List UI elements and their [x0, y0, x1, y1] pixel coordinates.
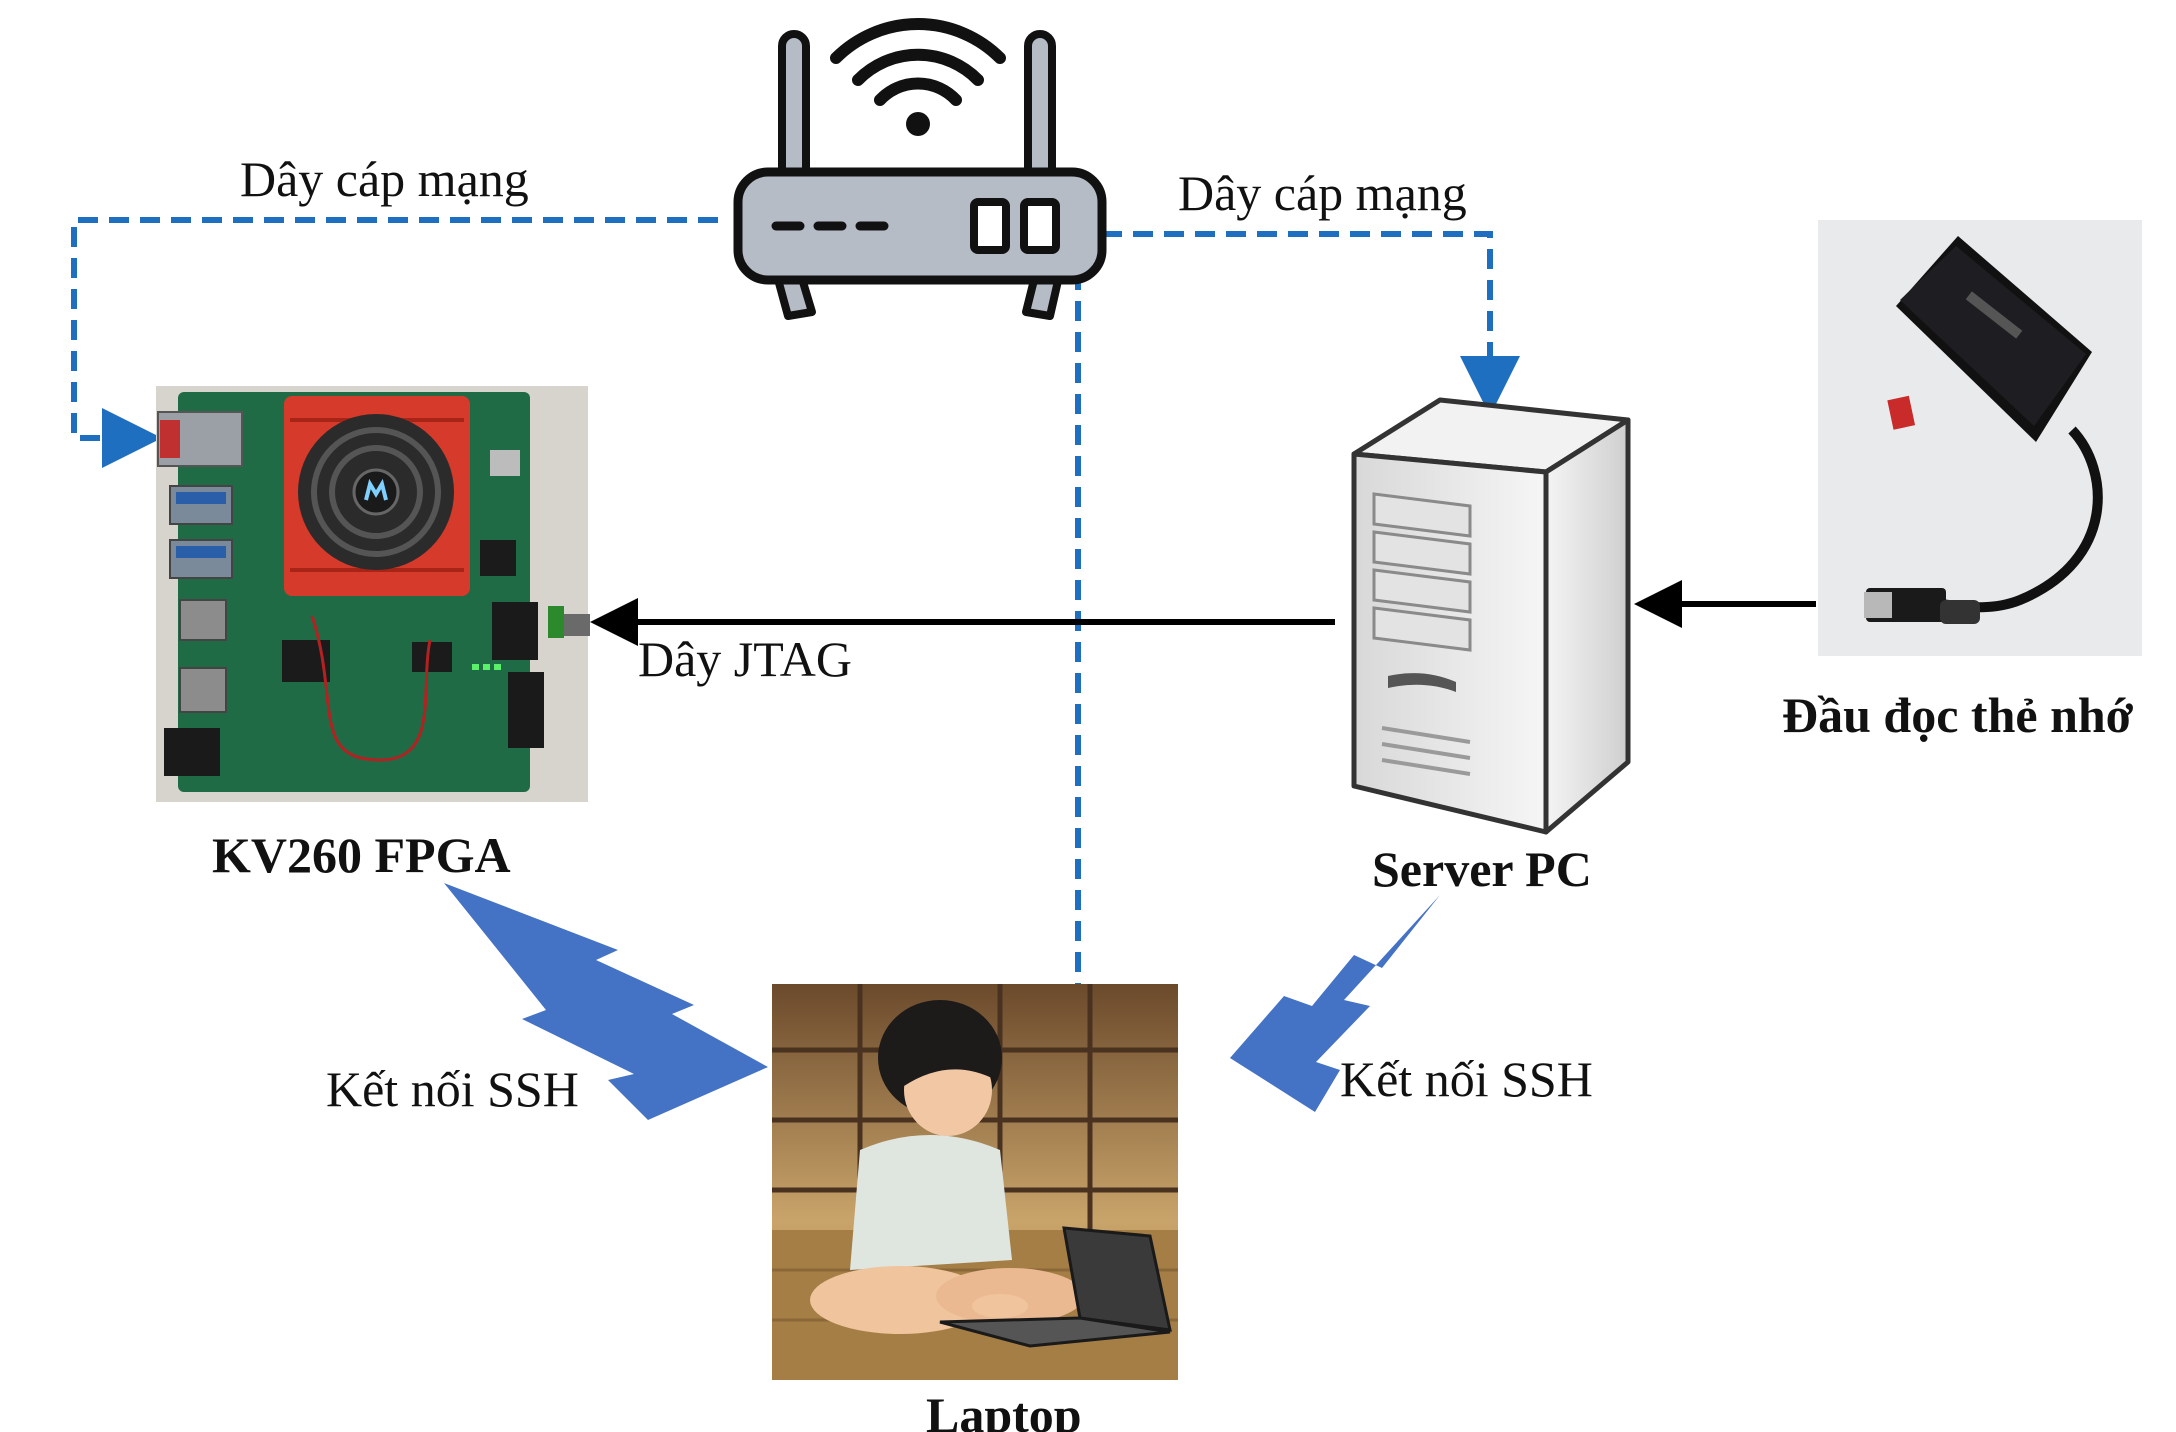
card-reader-image [1818, 220, 2142, 656]
node-label-fpga: KV260 FPGA [212, 827, 511, 883]
edge-label-ssh-fpga: Kết nối SSH [326, 1061, 579, 1117]
node-label-card-reader: Đầu đọc thẻ nhớ [1782, 687, 2134, 743]
edge-router-to-server [1102, 231, 1520, 416]
edge-label-router-to-fpga: Dây cáp mạng [240, 151, 529, 207]
edge-label-router-to-server: Dây cáp mạng [1178, 165, 1467, 221]
ssh-bolt-server [1230, 895, 1440, 1112]
edge-label-ssh-server: Kết nối SSH [1340, 1051, 1593, 1107]
server-pc-icon [1351, 397, 1631, 835]
edge-router-to-fpga [71, 217, 718, 468]
wifi-router-icon [733, 18, 1107, 320]
ssh-bolt-fpga [444, 883, 768, 1120]
node-label-server: Server PC [1372, 841, 1592, 897]
laptop-image [772, 984, 1178, 1380]
node-label-laptop: Laptop [926, 1387, 1082, 1432]
fpga-board-image [156, 386, 590, 802]
edge-label-jtag: Dây JTAG [638, 631, 853, 687]
